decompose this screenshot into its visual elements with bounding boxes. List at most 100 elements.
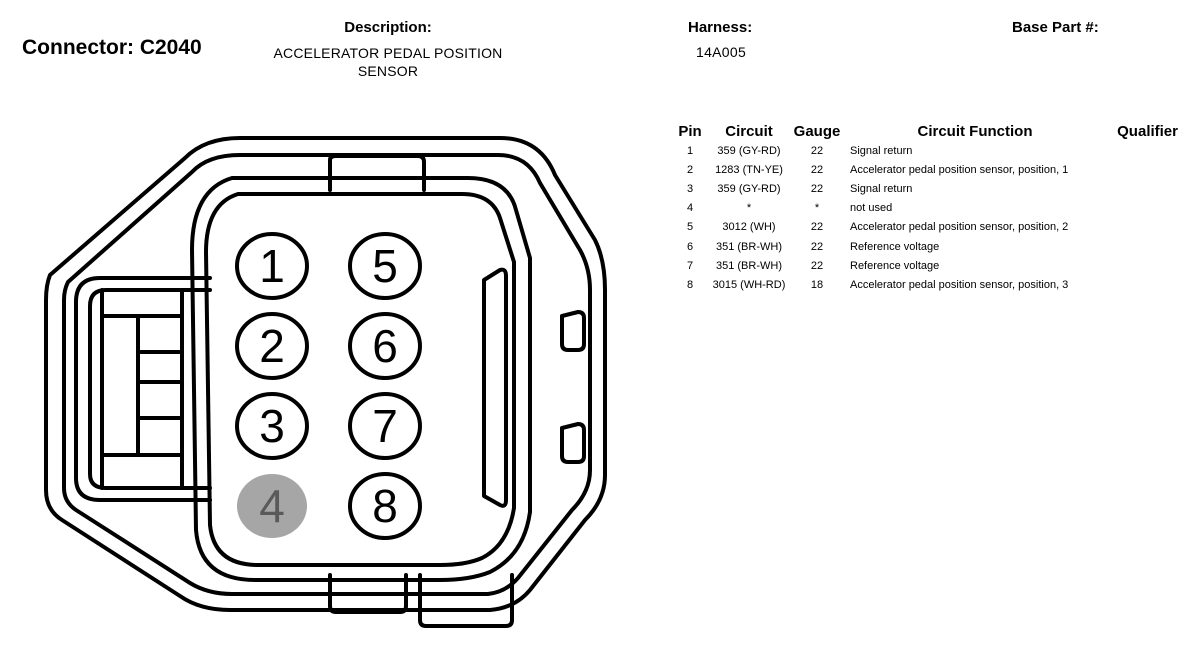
- pin-cavity-circle: [237, 474, 307, 538]
- cell-pin: 8: [686, 278, 694, 291]
- cell-pin: 1: [686, 144, 694, 157]
- table-row: 7 351 (BR-WH) 22 Reference voltage: [672, 256, 1178, 275]
- cell-qualifier: [1106, 218, 1178, 237]
- cell-circuit: 351 (BR-WH): [715, 240, 782, 253]
- table-row: 6 351 (BR-WH) 22 Reference voltage: [672, 237, 1178, 256]
- cell-gauge: 18: [810, 278, 824, 291]
- right-notch-upper: [560, 310, 586, 352]
- pin-cavity-circle: [348, 472, 422, 540]
- table-row: 8 3015 (WH-RD) 18 Accelerator pedal posi…: [672, 275, 1178, 294]
- cell-gauge: 22: [810, 163, 824, 176]
- bottom-tab-left: [328, 573, 408, 614]
- cell-function: Signal return: [850, 144, 913, 157]
- pin-8: 8: [348, 472, 422, 540]
- cell-function: Reference voltage: [850, 240, 940, 253]
- cell-pin: 3: [686, 182, 694, 195]
- cell-circuit: 1283 (TN-YE): [715, 163, 783, 176]
- cell-pin: 7: [686, 259, 694, 272]
- base-part-heading: Base Part #:: [1012, 19, 1099, 36]
- pin-body-inner: [204, 192, 516, 567]
- table-row: 4 * * not used: [672, 199, 1178, 218]
- pin-number-label: 1: [259, 240, 285, 292]
- column-header-pin: Pin: [678, 122, 702, 140]
- cell-gauge: *: [814, 202, 820, 215]
- cell-pin: 6: [686, 240, 694, 253]
- pin-number-label: 5: [372, 240, 398, 292]
- cell-function: Accelerator pedal position sensor, posit…: [850, 221, 1069, 234]
- cell-pin: 5: [686, 221, 694, 234]
- cell-gauge: 22: [810, 182, 824, 195]
- column-header-gauge: Gauge: [793, 122, 841, 140]
- pinout-table: Pin Circuit Gauge Circuit Function Quali…: [672, 121, 1178, 295]
- pin-1: 1: [235, 232, 309, 300]
- housing-inner-outline: [62, 153, 592, 596]
- cell-qualifier: [1106, 179, 1178, 198]
- left-lock-inner: [88, 288, 212, 490]
- pin-cavity-circle: [235, 392, 309, 460]
- pin-cavity-circle: [235, 312, 309, 380]
- right-key-slot: [482, 267, 508, 508]
- column-header-circuit: Circuit: [725, 122, 773, 140]
- pin-2: 2: [235, 312, 309, 380]
- table-header-row: Pin Circuit Gauge Circuit Function Quali…: [672, 121, 1178, 141]
- cell-function: Accelerator pedal position sensor, posit…: [850, 163, 1069, 176]
- pin-7: 7: [348, 392, 422, 460]
- column-header-circuit-function: Circuit Function: [917, 122, 1033, 140]
- table-row: 5 3012 (WH) 22 Accelerator pedal positio…: [672, 218, 1178, 237]
- pin-cavity-circle: [235, 232, 309, 300]
- pin-number-label: 6: [372, 320, 398, 372]
- cell-function: Accelerator pedal position sensor, posit…: [850, 278, 1069, 291]
- table-row: 2 1283 (TN-YE) 22 Accelerator pedal posi…: [672, 160, 1178, 179]
- column-header-qualifier: Qualifier: [1117, 122, 1178, 140]
- cell-qualifier: [1106, 141, 1178, 160]
- pin-number-label: 7: [372, 400, 398, 452]
- cell-qualifier: [1106, 256, 1178, 275]
- connector-face-diagram: 1 2 3 4 5 6 7 8: [44, 136, 607, 628]
- cell-circuit: 359 (GY-RD): [717, 182, 781, 195]
- pin-body-outer: [190, 176, 532, 582]
- pin-number-label: 8: [372, 480, 398, 532]
- cell-circuit: 3012 (WH): [722, 221, 776, 234]
- harness-heading: Harness:: [688, 19, 753, 36]
- cell-circuit: 3015 (WH-RD): [712, 278, 786, 291]
- left-lock-outer: [74, 276, 212, 502]
- cell-qualifier: [1106, 275, 1178, 294]
- cell-qualifier: [1106, 237, 1178, 256]
- cell-qualifier: [1106, 199, 1178, 218]
- description-heading: Description:: [344, 19, 432, 36]
- pin-cavity-circle: [348, 392, 422, 460]
- bottom-tab-right: [418, 573, 514, 628]
- cell-function: not used: [850, 202, 893, 215]
- pin-3: 3: [235, 392, 309, 460]
- connector-label: Connector: C2040: [22, 36, 202, 59]
- cell-qualifier: [1106, 160, 1178, 179]
- cell-gauge: 22: [810, 144, 824, 157]
- cell-circuit: 351 (BR-WH): [715, 259, 782, 272]
- pin-4: 4: [237, 474, 307, 538]
- pin-5: 5: [348, 232, 422, 300]
- table-row: 1 359 (GY-RD) 22 Signal return: [672, 141, 1178, 160]
- cell-pin: 4: [686, 202, 694, 215]
- pin-6: 6: [348, 312, 422, 380]
- description-text: ACCELERATOR PEDAL POSITION SENSOR: [250, 44, 526, 80]
- cell-gauge: 22: [810, 240, 824, 253]
- pin-cavity-circle: [348, 312, 422, 380]
- right-notch-lower: [560, 422, 586, 464]
- cell-gauge: 22: [810, 221, 824, 234]
- description-line-1: ACCELERATOR PEDAL POSITION: [273, 45, 503, 61]
- description-line-2: SENSOR: [357, 63, 419, 79]
- pin-number-label: 4: [259, 480, 285, 532]
- table-row: 3 359 (GY-RD) 22 Signal return: [672, 179, 1178, 198]
- pin-number-label: 3: [259, 400, 285, 452]
- harness-value: 14A005: [696, 44, 747, 60]
- cell-function: Reference voltage: [850, 259, 940, 272]
- cell-gauge: 22: [810, 259, 824, 272]
- cell-function: Signal return: [850, 182, 913, 195]
- pin-cavities: 1 2 3 4 5 6 7 8: [235, 232, 422, 540]
- housing-outer-outline: [44, 136, 607, 612]
- pin-cavity-circle: [348, 232, 422, 300]
- cell-circuit: 359 (GY-RD): [717, 144, 781, 157]
- top-latch-tab: [328, 154, 426, 192]
- cell-pin: 2: [686, 163, 694, 176]
- pin-number-label: 2: [259, 320, 285, 372]
